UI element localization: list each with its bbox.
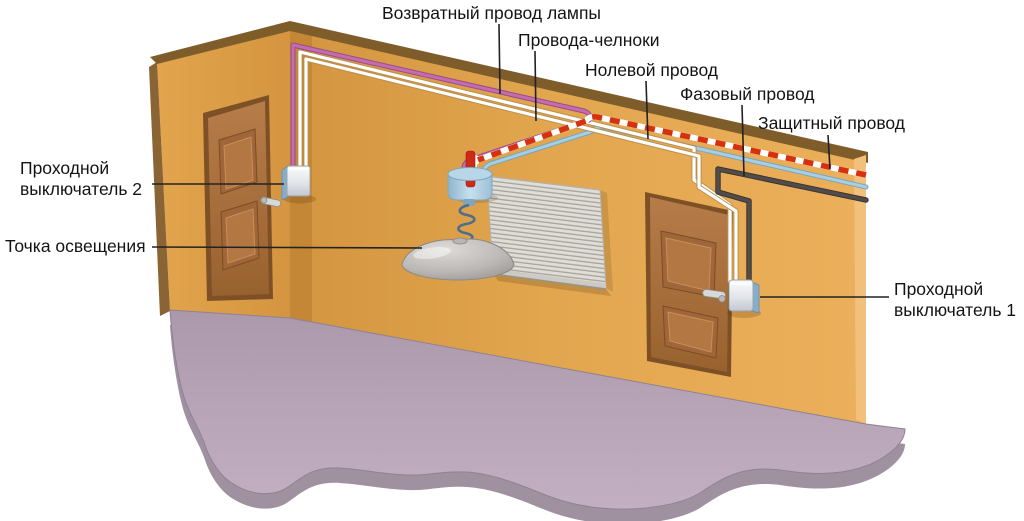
leader-return-wire <box>498 23 501 95</box>
lamp-shade <box>401 238 515 281</box>
lamp-shade-cap <box>452 237 468 245</box>
wire-shuttle-2 <box>303 56 739 284</box>
floor-surface <box>169 309 906 510</box>
label-phase-wire: Фазовый провод <box>680 84 815 104</box>
front-wall-top-edge <box>290 21 868 163</box>
wire-protective-dashes <box>477 114 867 178</box>
leader-lighting-point <box>151 246 423 249</box>
right-door <box>645 192 733 377</box>
wires <box>290 42 869 284</box>
label-neutral-wire: Нолевой провод <box>585 60 719 80</box>
label-switch2-line2: выключатель 2 <box>20 179 143 199</box>
label-lighting-point: Точка освещения <box>5 236 146 256</box>
left-wall-top-edge <box>150 21 290 64</box>
switch-2-face <box>286 165 311 197</box>
front-wall-right-edge <box>854 155 866 424</box>
left-door-face <box>208 101 269 296</box>
label-switch2: Проходной выключатель 2 <box>20 158 142 200</box>
left-door <box>203 95 282 301</box>
label-switch2-line1: Проходной <box>20 158 110 178</box>
right-door-handle <box>702 289 726 303</box>
label-switch1-line1: Проходной <box>894 279 984 299</box>
leader-protective-wire <box>827 134 831 170</box>
floor <box>169 309 906 521</box>
switch-1-face <box>728 279 754 312</box>
switch-1 <box>727 279 761 318</box>
left-wall-edge <box>149 62 170 316</box>
leader-phase-wire <box>741 104 745 177</box>
label-switch1-line2: выключатель 1 <box>894 300 1017 320</box>
label-switch1: Проходной выключатель 1 <box>894 279 1016 321</box>
leader-shuttle-wires <box>534 50 537 122</box>
label-protective-wire: Защитный провод <box>758 113 905 133</box>
lamp-junction-box-top <box>447 167 493 181</box>
leader-neutral-wire <box>645 80 649 140</box>
left-door-handle <box>260 196 282 207</box>
lighting-point <box>401 150 515 281</box>
blinds-bottom-rail <box>491 268 607 289</box>
label-return-wire: Возвратный провод лампы <box>382 3 601 23</box>
wire-phase <box>715 166 869 284</box>
window-blinds <box>486 175 613 296</box>
wire-shuttle-1 <box>297 49 733 284</box>
label-shuttle-wires: Провода-челноки <box>518 30 660 50</box>
switch-2-side <box>281 165 289 201</box>
switch-2 <box>281 165 316 204</box>
leader-lines <box>151 23 889 298</box>
